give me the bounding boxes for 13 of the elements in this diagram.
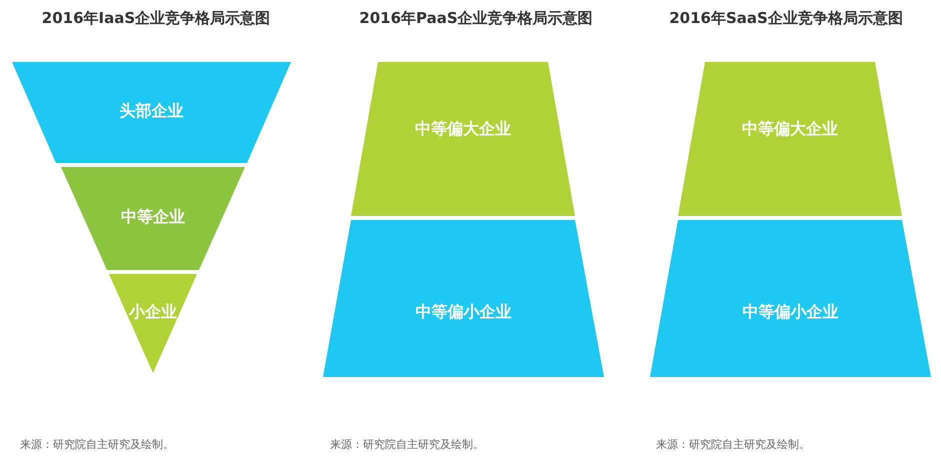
source-note: 来源：研究院自主研究及绘制。 — [20, 437, 174, 452]
band-label: 中等偏小企业 — [416, 302, 512, 321]
band-label: 中等偏大企业 — [742, 119, 838, 138]
band-label: 小企业 — [129, 302, 177, 321]
band-label: 中等企业 — [121, 207, 185, 226]
source-note: 来源：研究院自主研究及绘制。 — [330, 437, 484, 452]
panel-title: 2016年PaaS企业竞争格局示意图 — [359, 9, 593, 28]
band-label: 中等偏大企业 — [415, 119, 511, 138]
band-label: 头部企业 — [120, 101, 184, 120]
panel-title: 2016年IaaS企业竞争格局示意图 — [42, 9, 270, 28]
band-label: 中等偏小企业 — [742, 302, 838, 321]
panel-title: 2016年SaaS企业竞争格局示意图 — [669, 9, 903, 28]
source-note: 来源：研究院自主研究及绘制。 — [656, 437, 810, 452]
